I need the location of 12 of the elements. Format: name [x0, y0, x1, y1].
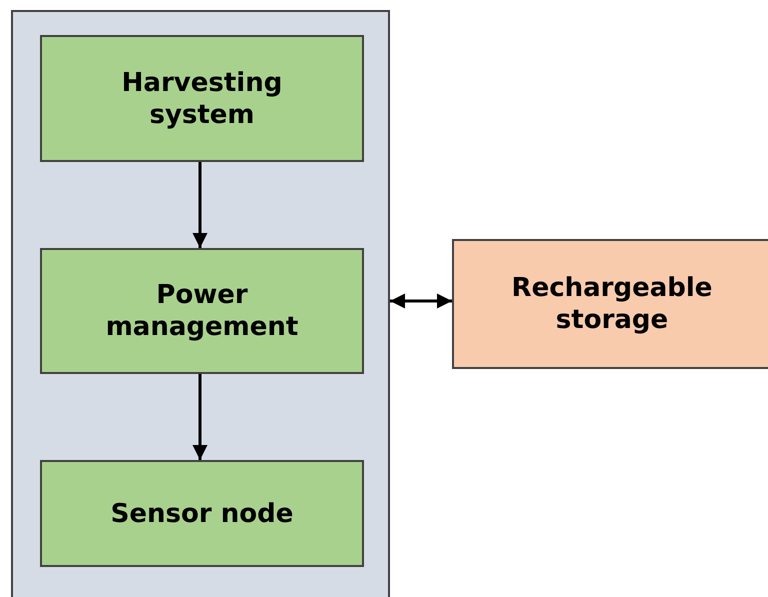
- arrow: [192, 374, 208, 460]
- process-box: [452, 239, 768, 369]
- process-box: [40, 35, 364, 162]
- box-label: Sensor node: [110, 498, 294, 530]
- container-box: [11, 10, 390, 597]
- box-label: Harvesting system: [120, 66, 284, 130]
- box-label: Rechargeable storage: [510, 272, 714, 336]
- arrow: [390, 294, 452, 308]
- process-box: [40, 248, 364, 374]
- arrow: [192, 162, 208, 248]
- box-label: Power management: [104, 279, 300, 343]
- process-box: [40, 460, 364, 567]
